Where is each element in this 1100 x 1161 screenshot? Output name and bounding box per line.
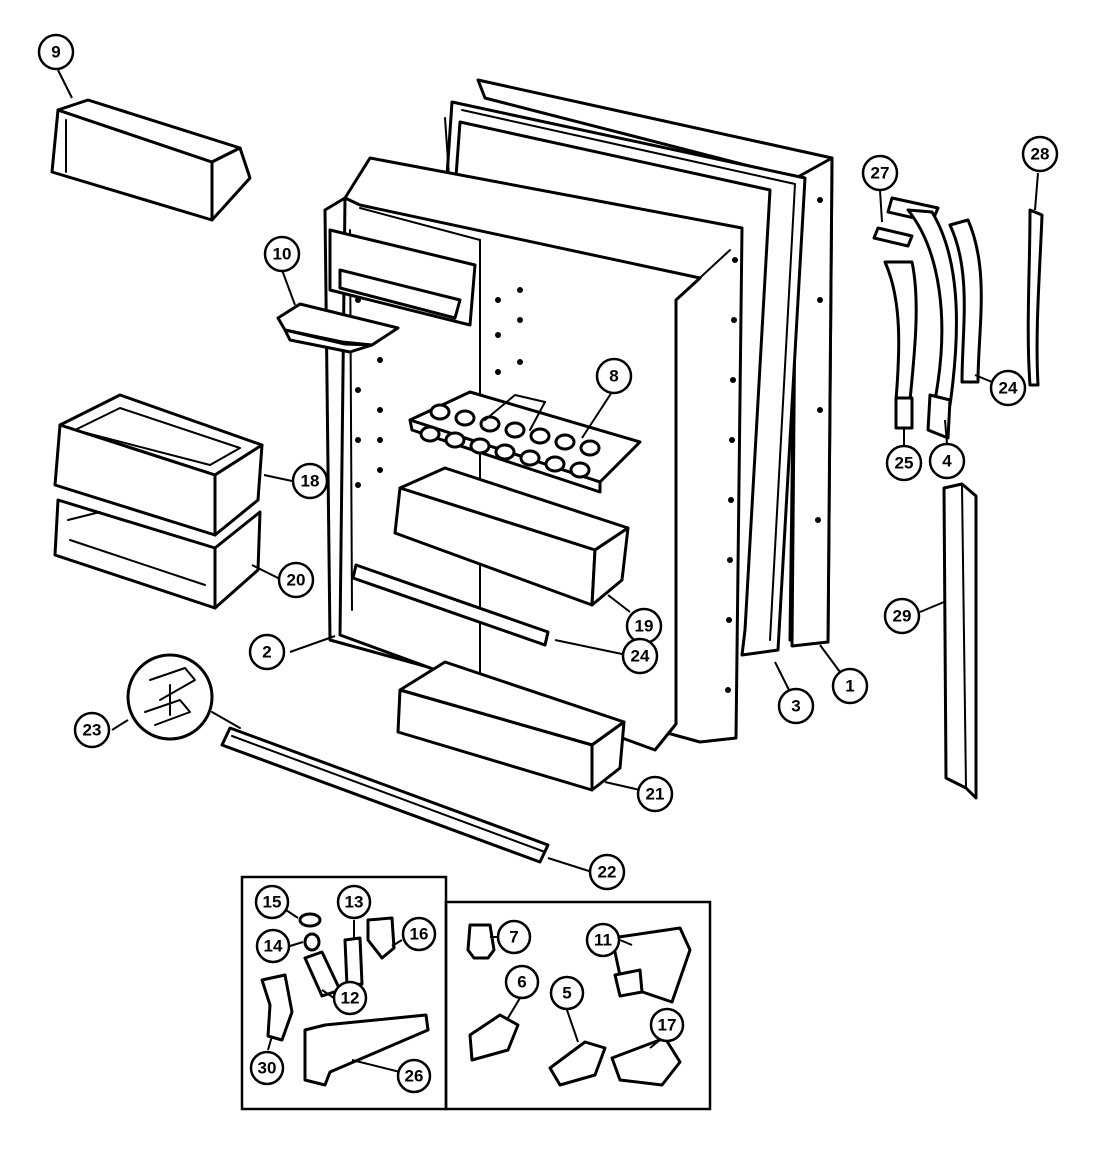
callout-15: 15	[254, 884, 290, 920]
callout-19: 19	[625, 607, 663, 645]
callout-label: 24	[631, 647, 650, 666]
callout-4: 4	[928, 442, 966, 480]
egg-cup	[429, 403, 451, 421]
callout-label: 30	[258, 1059, 277, 1078]
callout-label: 15	[263, 893, 282, 912]
callout-1: 1	[831, 667, 869, 705]
callout-label: 17	[658, 1016, 677, 1035]
callout-label: 1	[845, 677, 854, 696]
callout-2: 2	[248, 633, 286, 671]
door-outer-panel	[476, 78, 834, 648]
egg-cup	[494, 443, 516, 461]
callout-24-liner: 24	[621, 637, 659, 675]
callout-5: 5	[549, 975, 585, 1011]
egg-cup	[554, 433, 576, 451]
callout-12: 12	[332, 980, 368, 1016]
callout-label: 18	[301, 472, 320, 491]
callout-27: 27	[861, 154, 899, 192]
egg-cup	[419, 425, 441, 443]
callout-13: 13	[336, 884, 372, 920]
trim-clip-detail	[126, 653, 241, 741]
egg-cup	[544, 455, 566, 473]
hinge-cover-25	[883, 260, 918, 430]
door-shelf-20	[53, 498, 262, 610]
callout-label: 8	[609, 367, 618, 386]
callout-label: 25	[895, 454, 914, 473]
callout-label: 23	[83, 721, 102, 740]
handle-28	[1026, 208, 1044, 387]
callout-label: 9	[51, 43, 60, 62]
callout-9: 9	[37, 33, 75, 71]
callout-label: 2	[262, 643, 271, 662]
callout-label: 11	[594, 931, 612, 950]
trim-strip	[351, 563, 550, 647]
callout-label: 13	[345, 893, 364, 912]
callout-label: 29	[893, 607, 912, 626]
callout-14: 14	[255, 928, 291, 964]
door-shelf-19	[393, 466, 630, 607]
callout-11: 11	[585, 922, 621, 958]
egg-cup	[569, 461, 591, 479]
callout-29: 29	[883, 597, 921, 635]
egg-cup	[579, 439, 601, 457]
callout-17: 17	[649, 1007, 685, 1043]
callout-label: 5	[562, 984, 571, 1003]
egg-cup	[444, 431, 466, 449]
hinge-trim-29	[942, 482, 978, 800]
butter-compartment	[50, 98, 252, 222]
callout-16: 16	[401, 916, 437, 952]
callout-label: 19	[635, 617, 654, 636]
callout-30: 30	[249, 1050, 285, 1086]
callout-7: 7	[496, 919, 532, 955]
callout-3: 3	[777, 687, 815, 725]
callout-label: 26	[405, 1067, 424, 1086]
callout-18: 18	[291, 462, 329, 500]
egg-cup	[529, 427, 551, 445]
callout-23: 23	[73, 711, 111, 749]
callout-10: 10	[263, 235, 301, 273]
callout-label: 16	[410, 925, 429, 944]
callout-label: 10	[273, 245, 292, 264]
hinge-bracket-27	[872, 196, 958, 440]
callout-20: 20	[277, 561, 315, 599]
egg-cup	[469, 437, 491, 455]
egg-cup	[504, 421, 526, 439]
callout-28: 28	[1021, 135, 1059, 173]
callout-label: 3	[791, 697, 800, 716]
callout-26: 26	[396, 1058, 432, 1094]
callout-6: 6	[504, 964, 540, 1000]
callout-8: 8	[595, 357, 633, 395]
egg-cup	[479, 415, 501, 433]
bottom-trim	[220, 726, 550, 864]
hardware-box-right	[444, 900, 712, 1111]
callout-label: 21	[646, 785, 665, 804]
door-shelf-18	[53, 393, 264, 537]
callout-label: 7	[509, 928, 518, 947]
egg-cup	[519, 449, 541, 467]
callout-label: 6	[517, 973, 526, 992]
dairy-door-cover	[276, 302, 400, 354]
callout-label: 22	[598, 863, 617, 882]
callout-25: 25	[885, 444, 923, 482]
callout-label: 14	[264, 937, 283, 956]
hinge-trim-24	[948, 218, 983, 384]
callout-label: 4	[942, 452, 952, 471]
callout-22: 22	[588, 853, 626, 891]
egg-tray	[408, 390, 642, 494]
egg-cup	[454, 409, 476, 427]
door-shelf-21	[396, 660, 626, 792]
callout-label: 24	[999, 379, 1018, 398]
callout-label: 28	[1031, 145, 1050, 164]
hardware-right-parts	[466, 923, 692, 1087]
callout-label: 27	[871, 164, 890, 183]
callout-24-hinge: 24	[989, 369, 1027, 407]
callout-label: 20	[287, 571, 306, 590]
leader-lines	[57, 69, 1039, 1073]
callout-label: 12	[341, 989, 360, 1008]
callout-21: 21	[636, 775, 674, 813]
hardware-left-parts	[260, 912, 430, 1087]
